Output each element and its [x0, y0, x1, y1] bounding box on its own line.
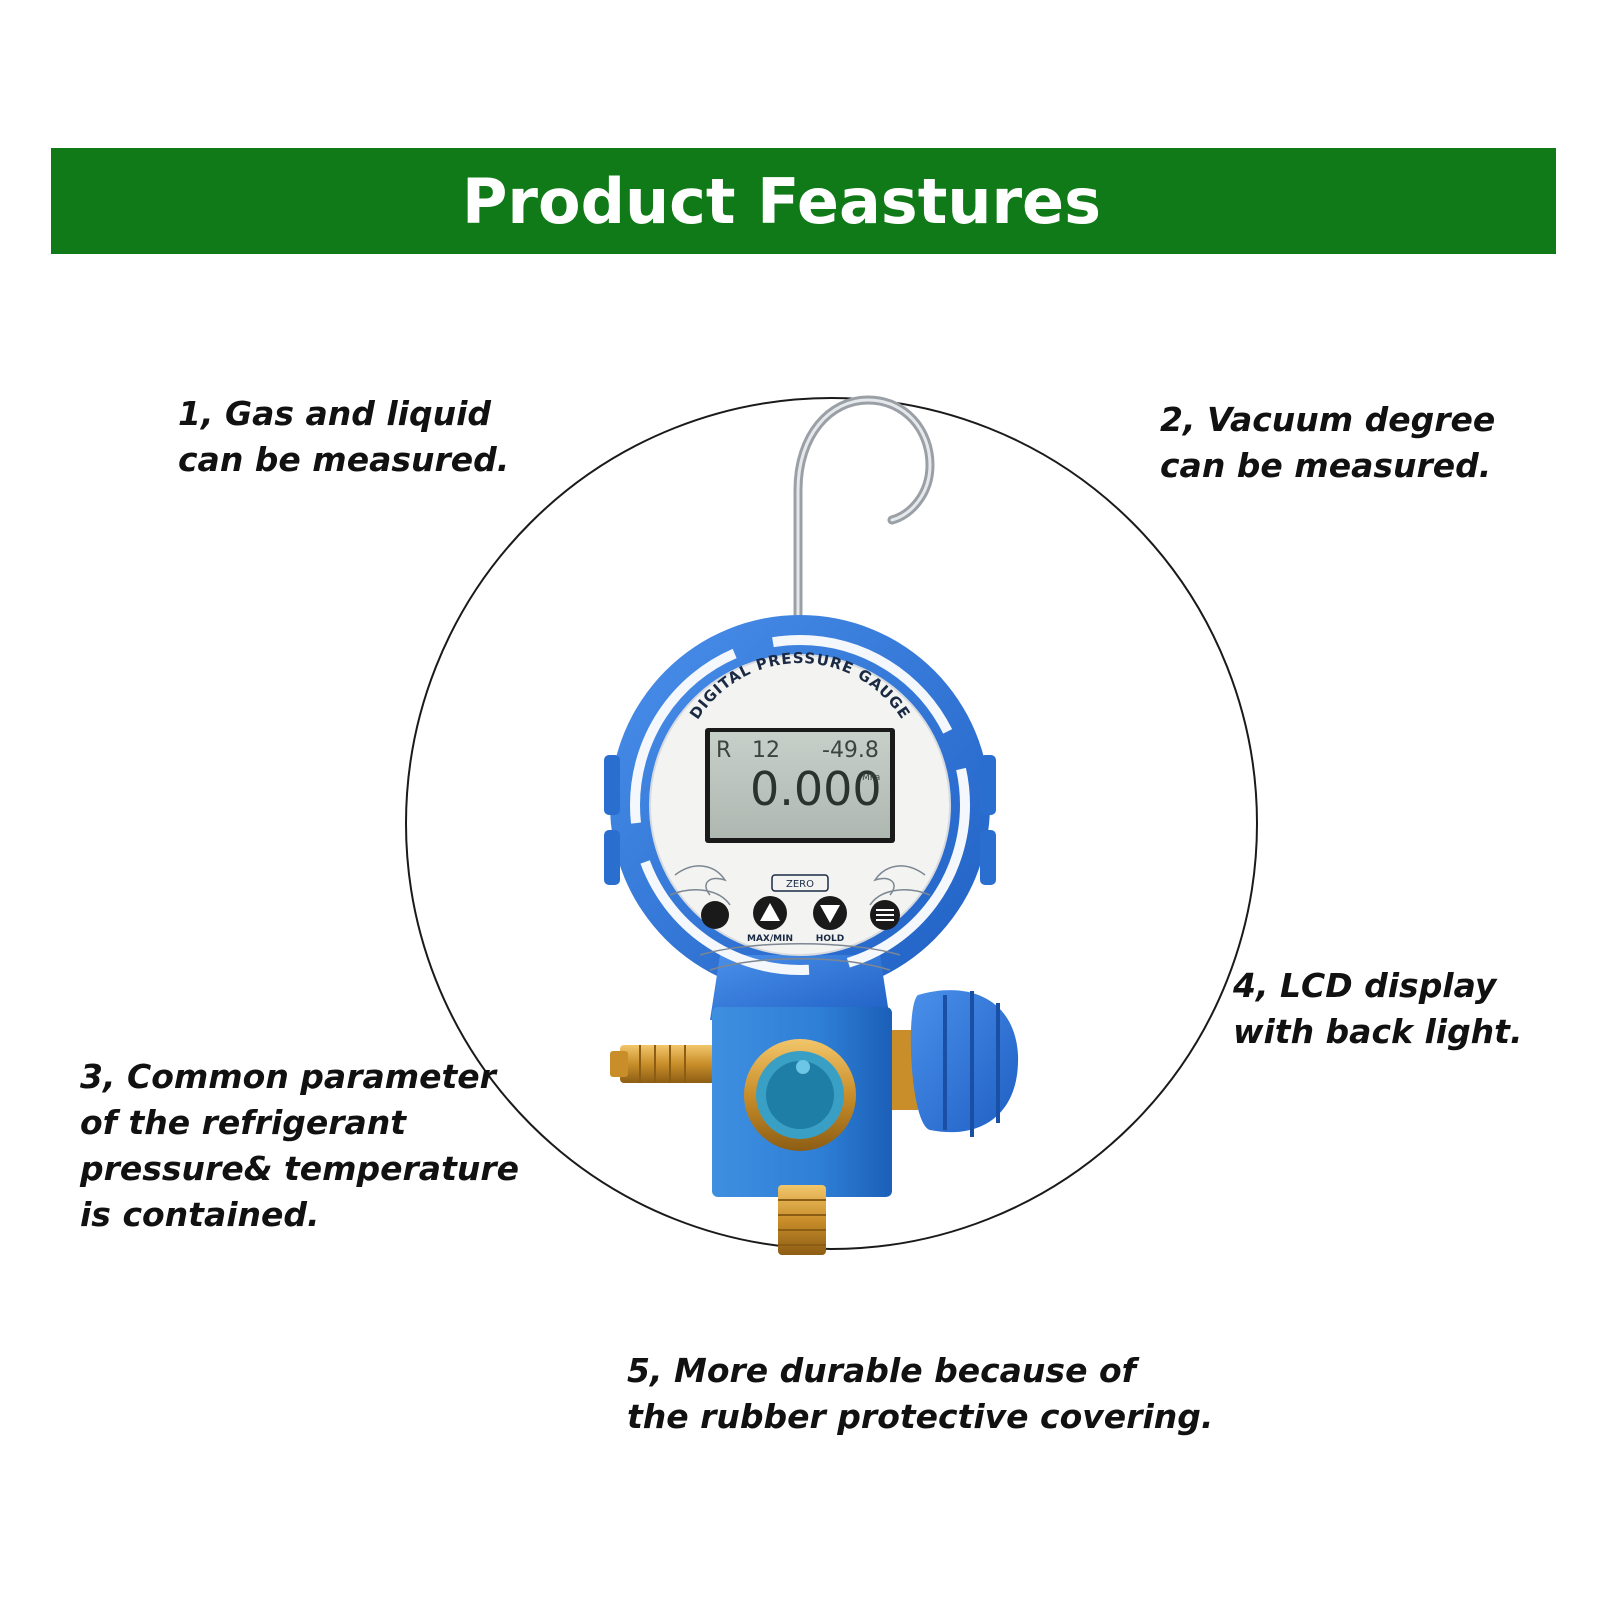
power-button	[701, 901, 729, 929]
valve-block	[712, 1007, 892, 1197]
feature-3: 3, Common parameter of the refrigerant p…	[80, 1054, 519, 1238]
feature-4-line-1: 4, LCD display	[1233, 966, 1497, 1005]
feature-5-line-1: 5, More durable because of	[627, 1351, 1136, 1390]
lcd-main-reading: 0.000	[750, 762, 882, 816]
feature-3-line-3: pressure& temperature	[80, 1149, 519, 1188]
gauge-buttons: ZERO MAX/MIN HOLD	[701, 874, 900, 944]
pressure-gauge-illustration: DIGITAL PRESSURE GAUGE R 12 -49.8 0.000 …	[604, 395, 1019, 1255]
lcd-unit: MPa	[862, 773, 880, 783]
feature-2: 2, Vacuum degree can be measured.	[1160, 397, 1495, 489]
bottom-brass-fitting	[778, 1185, 826, 1255]
feature-3-line-4: is contained.	[80, 1195, 320, 1234]
product-circle-outline	[405, 397, 1258, 1250]
feature-1-line-1: 1, Gas and liquid	[178, 394, 492, 433]
maxmin-label: MAX/MIN	[747, 934, 793, 944]
feature-2-line-2: can be measured.	[1160, 446, 1492, 485]
feature-4-line-2: with back light.	[1233, 1012, 1523, 1051]
feature-3-line-2: of the refrigerant	[80, 1103, 407, 1142]
feature-5: 5, More durable because of the rubber pr…	[627, 1348, 1213, 1440]
hold-label: HOLD	[816, 934, 844, 944]
lcd-temperature: -49.8	[822, 738, 879, 763]
down-arrow-icon	[820, 905, 840, 923]
menu-icon	[876, 909, 894, 921]
banner-title: Product Feastures	[461, 164, 1102, 238]
wave-decoration	[669, 865, 931, 971]
feature-5-line-2: the rubber protective covering.	[627, 1397, 1214, 1436]
lcd-refrigerant-label: R	[716, 738, 731, 763]
feature-4: 4, LCD display with back light.	[1233, 963, 1523, 1055]
up-arrow-icon	[760, 903, 780, 921]
left-brass-fitting	[610, 1045, 720, 1083]
feature-3-line-1: 3, Common parameter	[80, 1057, 496, 1096]
zero-label: ZERO	[786, 879, 814, 890]
feature-1-line-2: can be measured.	[178, 440, 510, 479]
title-banner: Product Feastures	[51, 148, 1556, 254]
feature-2-line-1: 2, Vacuum degree	[1160, 400, 1496, 439]
hanging-hook	[793, 395, 935, 640]
valve-knob	[888, 990, 1019, 1137]
lcd-display: R 12 -49.8 0.000 MPa	[705, 728, 895, 843]
lcd-refrigerant-number: 12	[752, 738, 780, 763]
feature-1: 1, Gas and liquid can be measured.	[178, 391, 509, 483]
